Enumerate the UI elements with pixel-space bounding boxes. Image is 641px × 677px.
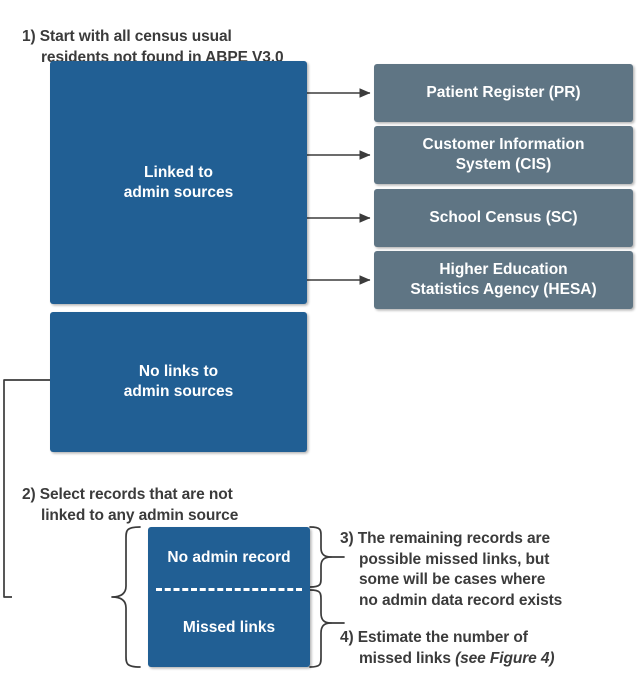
box-school-census-label: School Census (SC)	[429, 209, 578, 227]
brace-right-missed-links	[309, 589, 345, 668]
box-school-census[interactable]: School Census (SC)	[374, 189, 633, 247]
box-higher-education-statistics-agency[interactable]: Higher Education Statistics Agency (HESA…	[374, 251, 633, 309]
outcome-split-box[interactable]: No admin record Missed links	[148, 527, 310, 667]
step-4-caption: 4) Estimate the number of missed links (…	[340, 608, 640, 677]
brace-left-outcome	[111, 526, 141, 668]
step-2-caption: 2) Select records that are not linked to…	[22, 465, 342, 547]
box-patient-register-label: Patient Register (PR)	[426, 84, 581, 102]
box-higher-education-statistics-agency-label: Higher Education Statistics Agency (HESA…	[410, 261, 597, 298]
box-customer-information-system-label: Customer Information System (CIS)	[422, 136, 585, 173]
step-3-caption: 3) The remaining records are possible mi…	[340, 509, 640, 632]
step-4-figure-reference: (see Figure 4)	[455, 649, 555, 667]
box-patient-register[interactable]: Patient Register (PR)	[374, 64, 633, 122]
outcome-cell-no-admin-record[interactable]: No admin record	[148, 527, 310, 588]
box-customer-information-system[interactable]: Customer Information System (CIS)	[374, 126, 633, 184]
step-3-text: 3) The remaining records are possible mi…	[340, 530, 563, 609]
outcome-cell-missed-links[interactable]: Missed links	[148, 588, 310, 667]
step-2-text: 2) Select records that are not linked to…	[22, 486, 239, 524]
outcome-missed-links-label: Missed links	[182, 618, 276, 636]
outcome-no-admin-record-label: No admin record	[167, 548, 291, 566]
step-4-text: 4) Estimate the number of missed links	[340, 629, 528, 667]
outcome-dashed-divider	[156, 588, 302, 591]
box-linked-to-admin-sources-label: Linked to admin sources	[123, 163, 234, 201]
box-no-links-to-admin-sources-label: No links to admin sources	[123, 363, 234, 400]
box-linked-to-admin-sources[interactable]: Linked to admin sources	[50, 61, 307, 304]
box-no-links-to-admin-sources[interactable]: No links to admin sources	[50, 312, 307, 452]
